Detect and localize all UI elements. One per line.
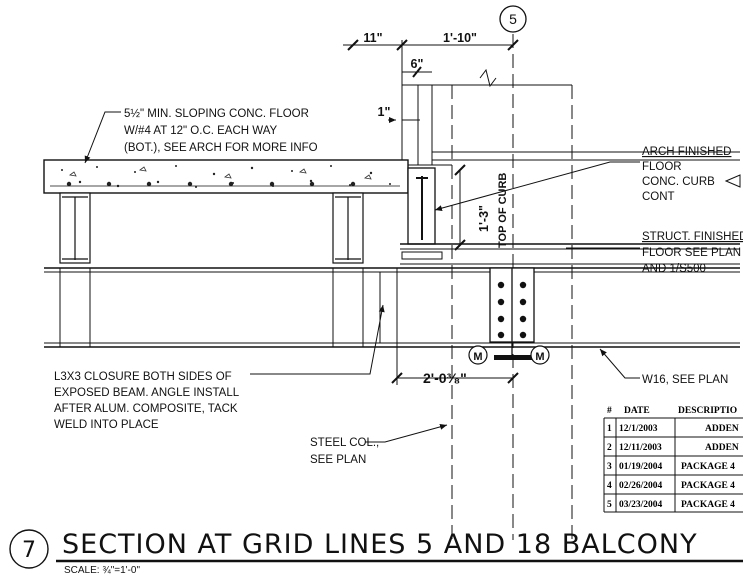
leaders [84,111,741,443]
beam-connection [489,267,535,360]
svg-text:ARCH FINISHED: ARCH FINISHED [642,146,731,158]
svg-text:02/26/2004: 02/26/2004 [619,481,663,491]
svg-text:W/#4 AT 12" O.C. EACH WAY: W/#4 AT 12" O.C. EACH WAY [124,125,278,137]
section-title: SECTION AT GRID LINES 5 AND 18 BALCONY [62,529,698,560]
struct-floor-note: STRUCT. FINISHED FLOOR SEE PLAN AND 1/S5… [642,231,743,275]
svg-text:WELD INTO PLACE: WELD INTO PLACE [54,419,159,431]
exposed-beam [44,267,740,348]
svg-text:STEEL COL.,: STEEL COL., [310,437,379,449]
svg-text:AFTER ALUM. COMPOSITE, TACK: AFTER ALUM. COMPOSITE, TACK [54,403,238,415]
svg-text:DATE: DATE [624,406,650,416]
arch-floor-note: ARCH FINISHED FLOOR CONC. CURB CONT [642,146,731,203]
svg-text:PACKAGE 4: PACKAGE 4 [681,462,735,472]
marker-m-left: M [468,345,488,365]
slab-note: 5½" MIN. SLOPING CONC. FLOOR W/#4 AT 12"… [124,108,318,154]
svg-text:#: # [607,406,612,416]
svg-text:5: 5 [607,500,612,510]
svg-text:FLOOR: FLOOR [642,161,682,173]
conc-curb [407,167,436,245]
scale-label: SCALE: ¾"=1'-0" [64,565,140,575]
svg-text:7: 7 [22,538,36,563]
svg-text:2: 2 [607,443,612,453]
beam-note: W16, SEE PLAN [642,374,728,386]
svg-text:ADDEN: ADDEN [705,443,739,453]
svg-text:M: M [473,351,482,363]
svg-text:03/23/2004: 03/23/2004 [619,500,663,510]
closure-note: L3X3 CLOSURE BOTH SIDES OF EXPOSED BEAM.… [54,371,240,431]
svg-text:(BOT.), SEE ARCH FOR MORE INFO: (BOT.), SEE ARCH FOR MORE INFO [124,142,318,154]
svg-text:M: M [535,351,544,363]
svg-text:CONC. CURB: CONC. CURB [642,176,715,188]
revision-table: # DATE DESCRIPTIO 1 12/1/2003 ADDEN 2 12… [603,402,743,514]
steel-column [451,68,573,540]
svg-text:L3X3 CLOSURE BOTH SIDES OF: L3X3 CLOSURE BOTH SIDES OF [54,371,232,383]
svg-text:FLOOR SEE PLAN: FLOOR SEE PLAN [642,247,741,259]
grid-bubble-5: 5 [499,5,527,33]
svg-text:ADDEN: ADDEN [705,424,739,434]
dim-1: 1" [378,105,391,119]
svg-text:4: 4 [607,481,612,491]
dim-11: 11" [363,31,382,45]
svg-text:PACKAGE 4: PACKAGE 4 [681,500,735,510]
dim-2-0: 2'-0³⁄₈" [423,370,467,386]
section-number-bubble: 7 [9,529,49,569]
svg-text:12/1/2003: 12/1/2003 [619,424,658,434]
svg-text:DESCRIPTIO: DESCRIPTIO [678,406,737,416]
svg-text:CONT: CONT [642,191,675,203]
top-of-curb-label: TOP OF CURB [497,173,509,248]
support-beams [59,192,364,264]
svg-text:5: 5 [509,11,517,27]
svg-text:PACKAGE 4: PACKAGE 4 [681,481,735,491]
curb-dimension [454,164,466,251]
dim-2-0-line [391,347,519,385]
marker-m-right: M [530,345,550,365]
svg-text:01/19/2004: 01/19/2004 [619,462,663,472]
svg-text:5½" MIN. SLOPING CONC. FLOOR: 5½" MIN. SLOPING CONC. FLOOR [124,108,309,120]
dim-1-3: 1'-3" [477,205,491,232]
svg-text:EXPOSED BEAM. ANGLE INSTALL: EXPOSED BEAM. ANGLE INSTALL [54,387,240,399]
dimension-lines [343,39,519,165]
svg-text:12/11/2003: 12/11/2003 [619,443,662,453]
svg-text:STRUCT. FINISHED: STRUCT. FINISHED [642,231,743,243]
svg-text:1: 1 [607,424,612,434]
svg-text:3: 3 [607,462,612,472]
dim-6: 6" [411,57,424,71]
concrete-slab [43,159,409,194]
svg-text:SEE PLAN: SEE PLAN [310,454,366,466]
svg-text:AND 1/S500: AND 1/S500 [642,263,706,275]
column-note: STEEL COL., SEE PLAN [310,437,379,466]
dim-1-10: 1'-10" [443,31,477,45]
